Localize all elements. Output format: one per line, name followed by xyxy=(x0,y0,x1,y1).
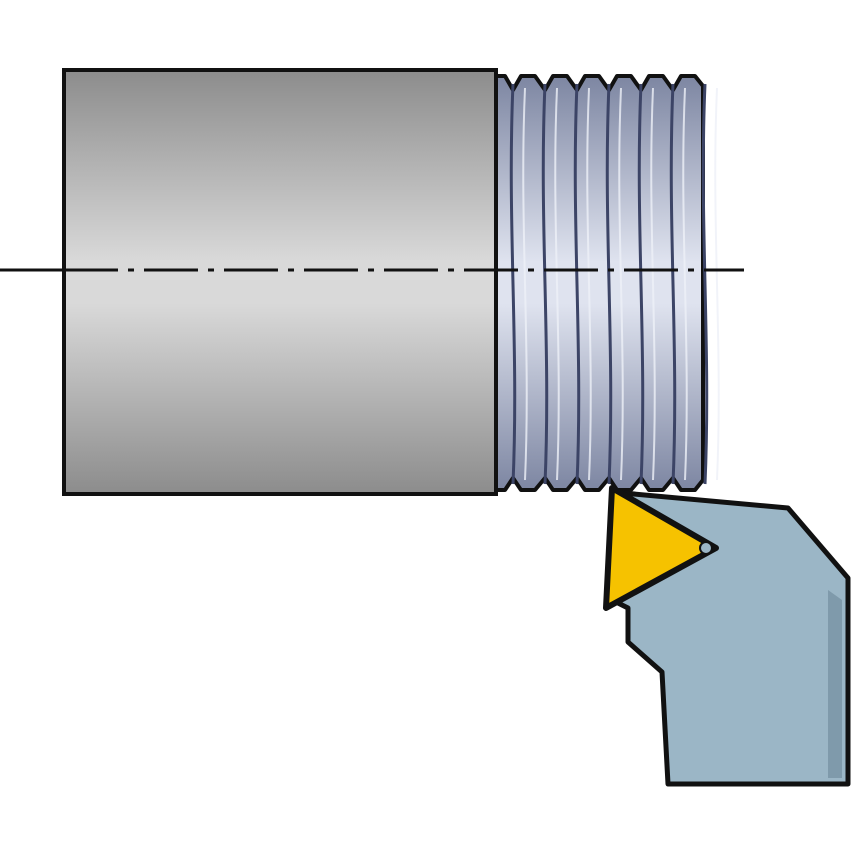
thread-groove xyxy=(701,83,709,485)
workpiece-body xyxy=(62,68,498,496)
thread-groove xyxy=(669,83,677,485)
threading-insert xyxy=(603,485,719,611)
thread-grooves xyxy=(509,83,709,485)
tool-holder-shade xyxy=(828,590,842,778)
thread-groove xyxy=(637,83,645,485)
thread-highlights xyxy=(522,87,720,481)
thread-crest-highlight xyxy=(682,87,688,481)
thread-crest-highlight xyxy=(522,87,528,481)
threaded-section xyxy=(494,74,720,492)
thread-groove xyxy=(573,83,581,485)
thread-groove xyxy=(541,83,549,485)
thread-crest-highlight xyxy=(618,87,624,481)
thread-groove xyxy=(509,83,517,485)
thread-groove xyxy=(605,83,613,485)
thread-crest-highlight xyxy=(586,87,592,481)
thread-crest-highlight xyxy=(650,87,656,481)
insert-screw xyxy=(699,541,713,555)
thread-crest-highlight xyxy=(714,87,720,481)
thread-crest-highlight xyxy=(554,87,560,481)
